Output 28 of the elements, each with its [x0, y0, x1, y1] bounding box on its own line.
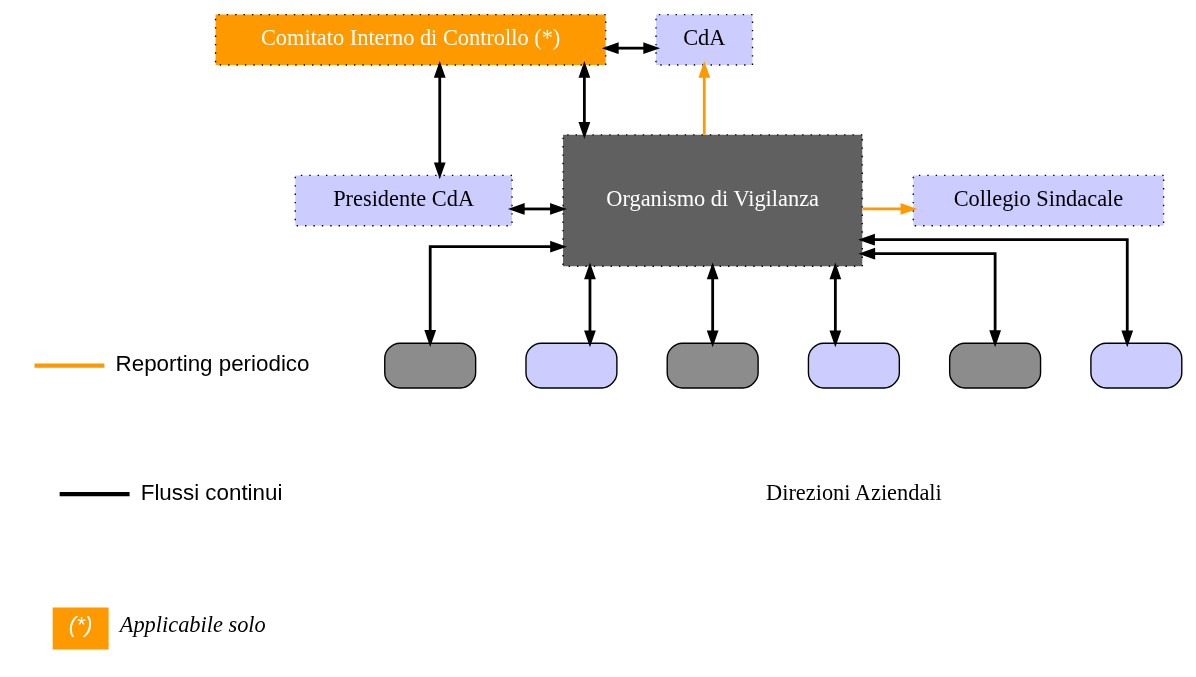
node-box: Presidente CdA	[294, 174, 513, 226]
arrow	[433, 60, 446, 179]
node-box: Collegio Sindacale	[912, 174, 1165, 226]
arrow	[601, 41, 661, 54]
node-box	[948, 342, 1042, 389]
node-box	[807, 342, 901, 389]
node-box: Comitato Interno di Controllo (*)	[214, 13, 607, 66]
node-box	[525, 342, 618, 389]
arrow	[706, 262, 719, 347]
legend-label: Reporting periodico	[115, 350, 310, 376]
node-box: Organismo di Vigilanza	[562, 133, 863, 267]
node-box	[1090, 342, 1183, 389]
arrow	[862, 202, 918, 215]
legend-label: Applicabile solo	[119, 611, 266, 637]
arrow	[858, 233, 1134, 347]
arrow	[578, 60, 591, 139]
node-box	[666, 342, 759, 389]
arrow	[507, 202, 567, 215]
label: (*)	[68, 611, 93, 637]
node-box	[384, 342, 477, 389]
arrow	[829, 262, 842, 347]
node-box: CdA	[655, 13, 754, 66]
legend-label: Flussi continui	[140, 479, 283, 505]
arrow	[698, 60, 711, 135]
arrow	[424, 240, 567, 347]
arrow	[584, 262, 596, 347]
label: Direzioni Aziendali	[766, 479, 942, 505]
arrow	[858, 247, 1001, 347]
